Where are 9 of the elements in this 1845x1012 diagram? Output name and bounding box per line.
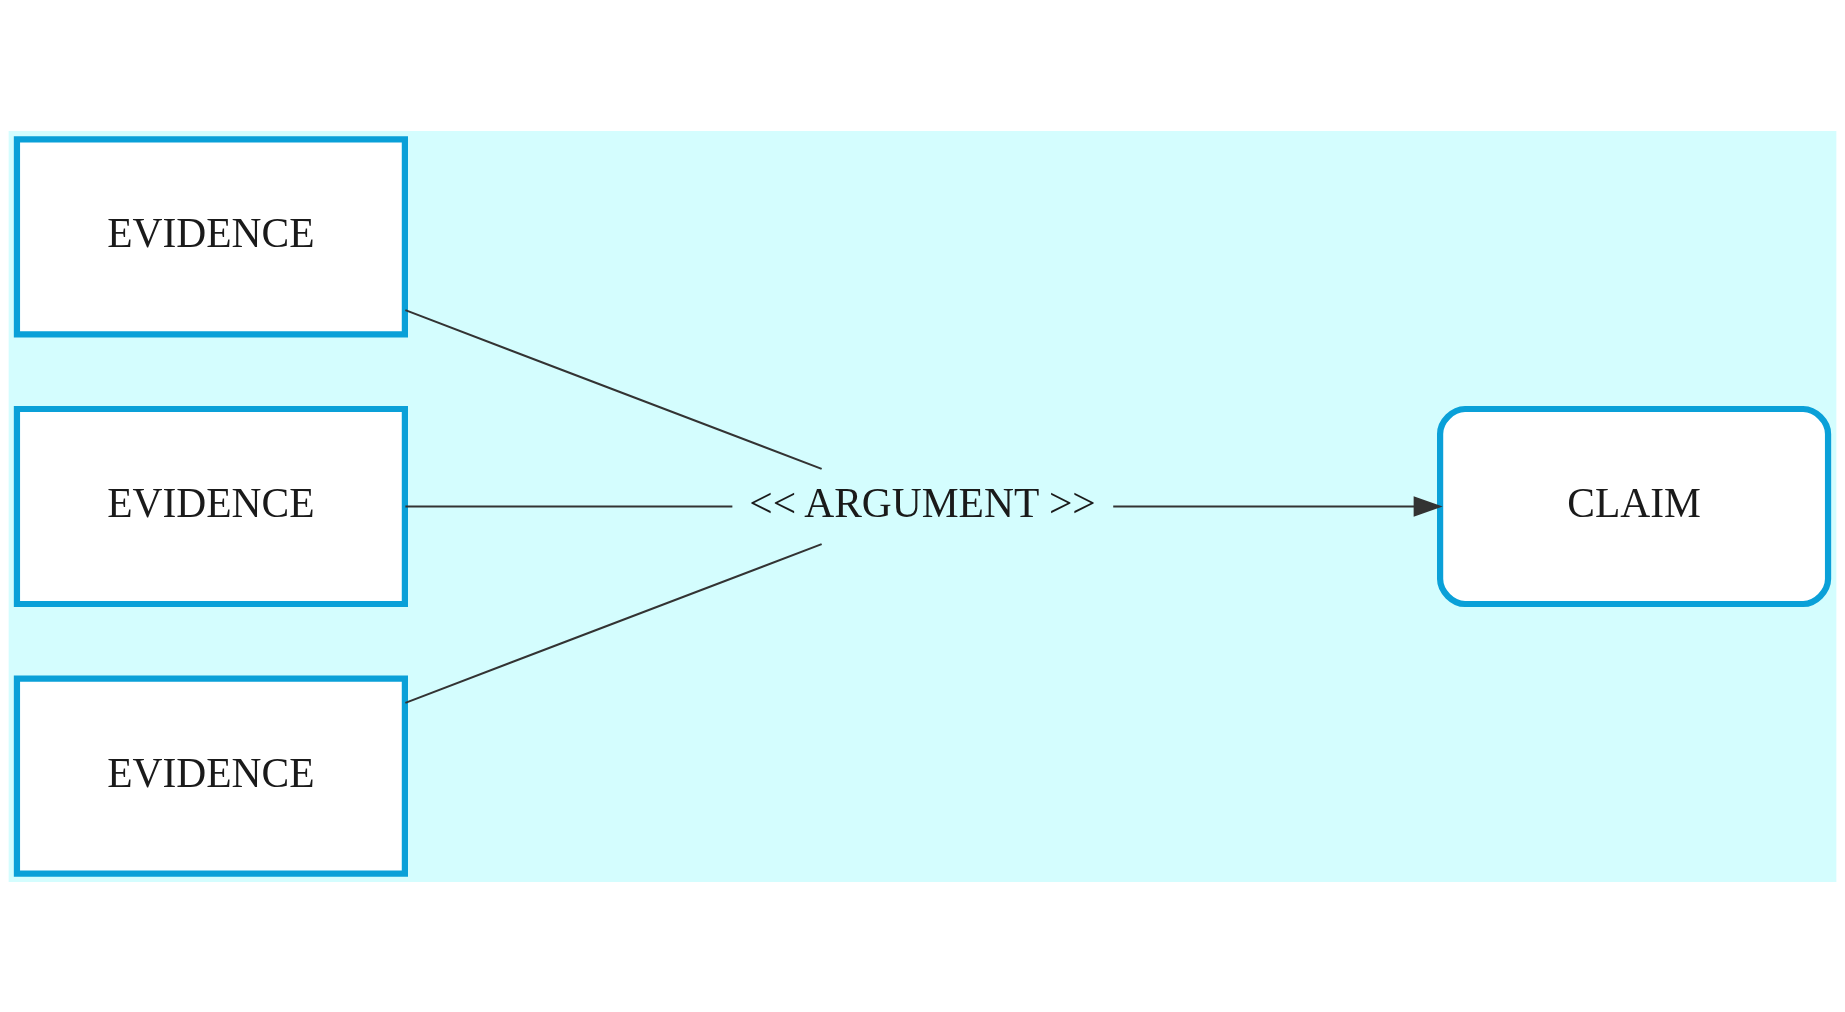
node-box: CLAIM bbox=[1437, 405, 1832, 607]
node-box: EVIDENCE bbox=[13, 675, 408, 877]
node-text: << ARGUMENT >> bbox=[749, 479, 1096, 526]
node-box: EVIDENCE bbox=[13, 405, 408, 607]
connector bbox=[405, 542, 822, 704]
connector bbox=[405, 504, 733, 508]
connector bbox=[405, 308, 822, 470]
node-box: EVIDENCE bbox=[13, 135, 408, 337]
arrow bbox=[1113, 495, 1443, 517]
